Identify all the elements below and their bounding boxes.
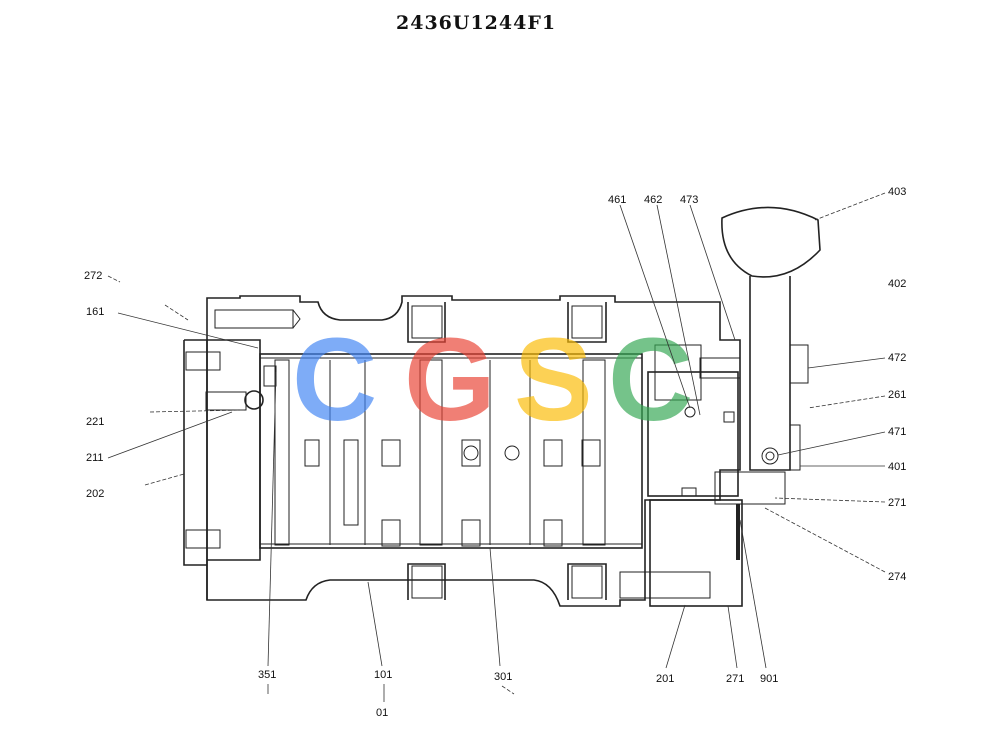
label-472: 472 bbox=[888, 352, 906, 364]
label-261: 261 bbox=[888, 389, 906, 401]
label-161: 161 bbox=[86, 306, 104, 318]
part-labels: 403 461 462 473 272 402 161 472 261 221 … bbox=[84, 186, 906, 719]
label-403: 403 bbox=[888, 186, 906, 198]
label-351: 351 bbox=[258, 669, 276, 681]
label-402: 402 bbox=[888, 278, 906, 290]
watermark-letter-s: S bbox=[514, 314, 593, 446]
label-271-right: 271 bbox=[888, 497, 906, 509]
label-462: 462 bbox=[644, 194, 662, 206]
label-473: 473 bbox=[680, 194, 698, 206]
label-301: 301 bbox=[494, 671, 512, 683]
label-274: 274 bbox=[888, 571, 906, 583]
watermark-letter-c1: C bbox=[292, 314, 377, 446]
label-272: 272 bbox=[84, 270, 102, 282]
label-221: 221 bbox=[86, 416, 104, 428]
label-201: 201 bbox=[656, 673, 674, 685]
watermark-letter-c2: C bbox=[608, 314, 693, 446]
label-01: 01 bbox=[376, 707, 388, 719]
label-202: 202 bbox=[86, 488, 104, 500]
valve-body bbox=[183, 206, 821, 607]
cgsc-watermark: C G S C bbox=[292, 314, 693, 446]
label-461: 461 bbox=[608, 194, 626, 206]
watermark-letter-g: G bbox=[404, 314, 496, 446]
leader-lines bbox=[107, 192, 886, 702]
label-211: 211 bbox=[86, 452, 104, 464]
label-471: 471 bbox=[888, 426, 906, 438]
label-101: 101 bbox=[374, 669, 392, 681]
drawing-number: 2436U1244F1 bbox=[396, 12, 556, 34]
label-271-bottom: 271 bbox=[726, 673, 744, 685]
label-901: 901 bbox=[760, 673, 778, 685]
label-401: 401 bbox=[888, 461, 906, 473]
